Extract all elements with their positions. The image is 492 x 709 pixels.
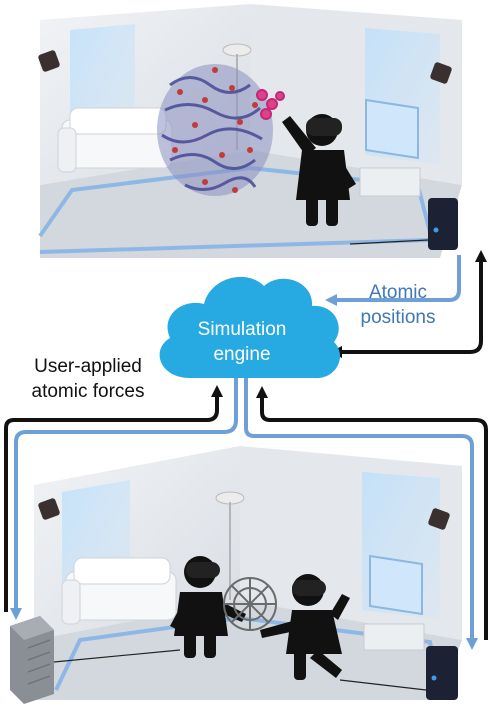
label-user-applied-forces: User-applied atomic forces (32, 356, 145, 402)
label-user-applied-forces-line1: User-applied (34, 356, 142, 377)
label-atomic-positions-line2: positions (361, 307, 436, 328)
label-user-applied-forces-line2: atomic forces (32, 381, 145, 402)
arrowhead-blue (325, 294, 337, 306)
arrowhead-blue (466, 638, 478, 650)
arrowhead-black (256, 386, 268, 398)
cloud-label-line2: engine (213, 344, 270, 365)
simulation-engine-cloud: Simulation engine (160, 277, 340, 378)
fullerene-molecule-icon (224, 578, 276, 630)
top-room-tv (360, 100, 420, 196)
cloud-label-line1: Simulation (198, 319, 287, 340)
arrowhead-black (211, 385, 223, 397)
bottom-room-sofa (62, 558, 176, 624)
label-atomic-positions-line1: Atomic (369, 282, 427, 303)
top-room (37, 4, 462, 258)
bottom-room-tv (364, 556, 424, 650)
top-room-sofa (58, 108, 172, 172)
bottom-room (10, 446, 462, 704)
arrowhead-blue (10, 608, 22, 620)
arrowhead-black (475, 250, 487, 262)
label-atomic-positions: Atomic positions (361, 282, 436, 328)
